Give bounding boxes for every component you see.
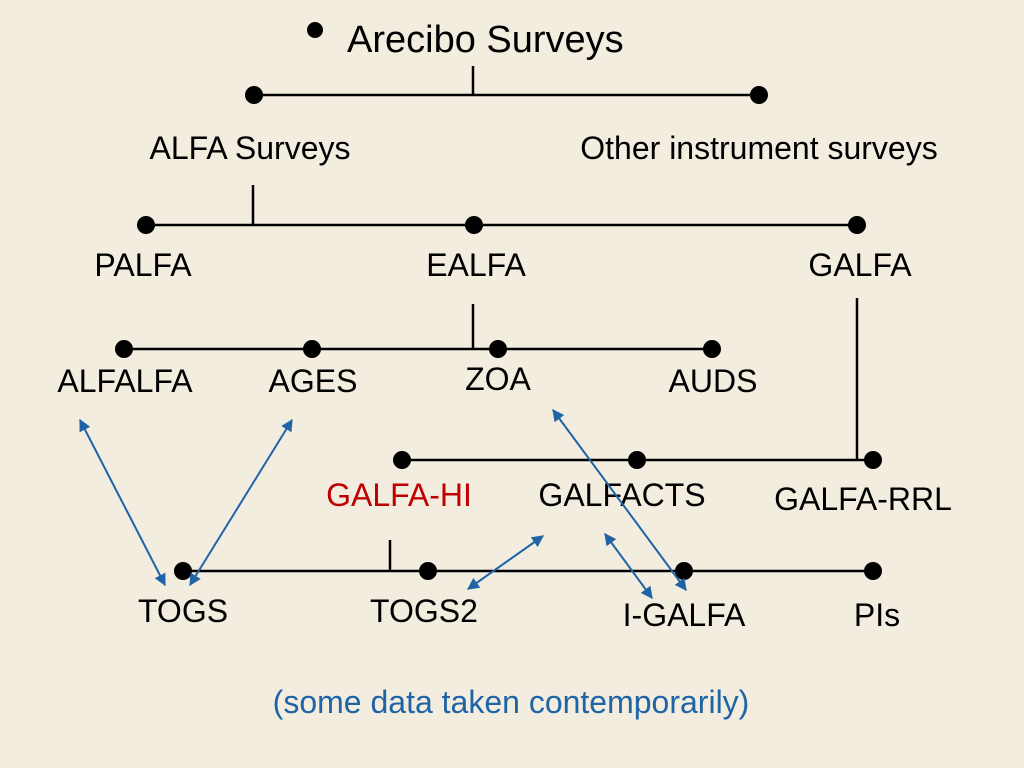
node-alfa-surveys <box>245 86 263 104</box>
node-togs <box>174 562 192 580</box>
label-alfalfa: ALFALFA <box>57 363 193 399</box>
label-togs2: TOGS2 <box>370 593 478 629</box>
label-togs: TOGS <box>138 593 228 629</box>
diagram-title: Arecibo Surveys <box>347 19 624 61</box>
node-galfa-hi <box>393 451 411 469</box>
node-alfalfa <box>115 340 133 358</box>
arrow-zoa-i-galfa <box>552 409 687 591</box>
label-auds: AUDS <box>669 363 758 399</box>
label-other-instrument-surveys: Other instrument surveys <box>580 130 937 166</box>
arrow-ages-togs <box>189 418 293 587</box>
label-ealfa: EALFA <box>426 247 526 283</box>
label-i-galfa: I-GALFA <box>623 597 746 633</box>
node-pis <box>864 562 882 580</box>
node-zoa <box>489 340 507 358</box>
label-galfacts: GALFACTS <box>538 477 705 513</box>
node-galfa <box>848 216 866 234</box>
node-togs2 <box>419 562 437 580</box>
label-galfa-hi: GALFA-HI <box>326 477 472 513</box>
node-galfa-rrl <box>864 451 882 469</box>
label-galfa-rrl: GALFA-RRL <box>774 481 952 517</box>
label-ages: AGES <box>269 363 358 399</box>
arrow-galfacts-i-galfa <box>604 533 653 599</box>
label-pis: PIs <box>854 597 900 633</box>
label-galfa: GALFA <box>808 247 912 283</box>
label-zoa: ZOA <box>465 361 531 397</box>
node-ealfa <box>465 216 483 234</box>
node-other-instrument-surveys <box>750 86 768 104</box>
label-palfa: PALFA <box>94 247 192 283</box>
label-alfa-surveys: ALFA Surveys <box>150 130 351 166</box>
footnote: (some data taken contemporarily) <box>273 684 750 720</box>
node-auds <box>703 340 721 358</box>
node-galfacts <box>628 451 646 469</box>
title-bullet <box>307 22 323 38</box>
arrow-galfacts-togs2 <box>467 535 544 590</box>
arrow-alfalfa-togs <box>79 418 166 587</box>
node-ages <box>303 340 321 358</box>
node-palfa <box>137 216 155 234</box>
